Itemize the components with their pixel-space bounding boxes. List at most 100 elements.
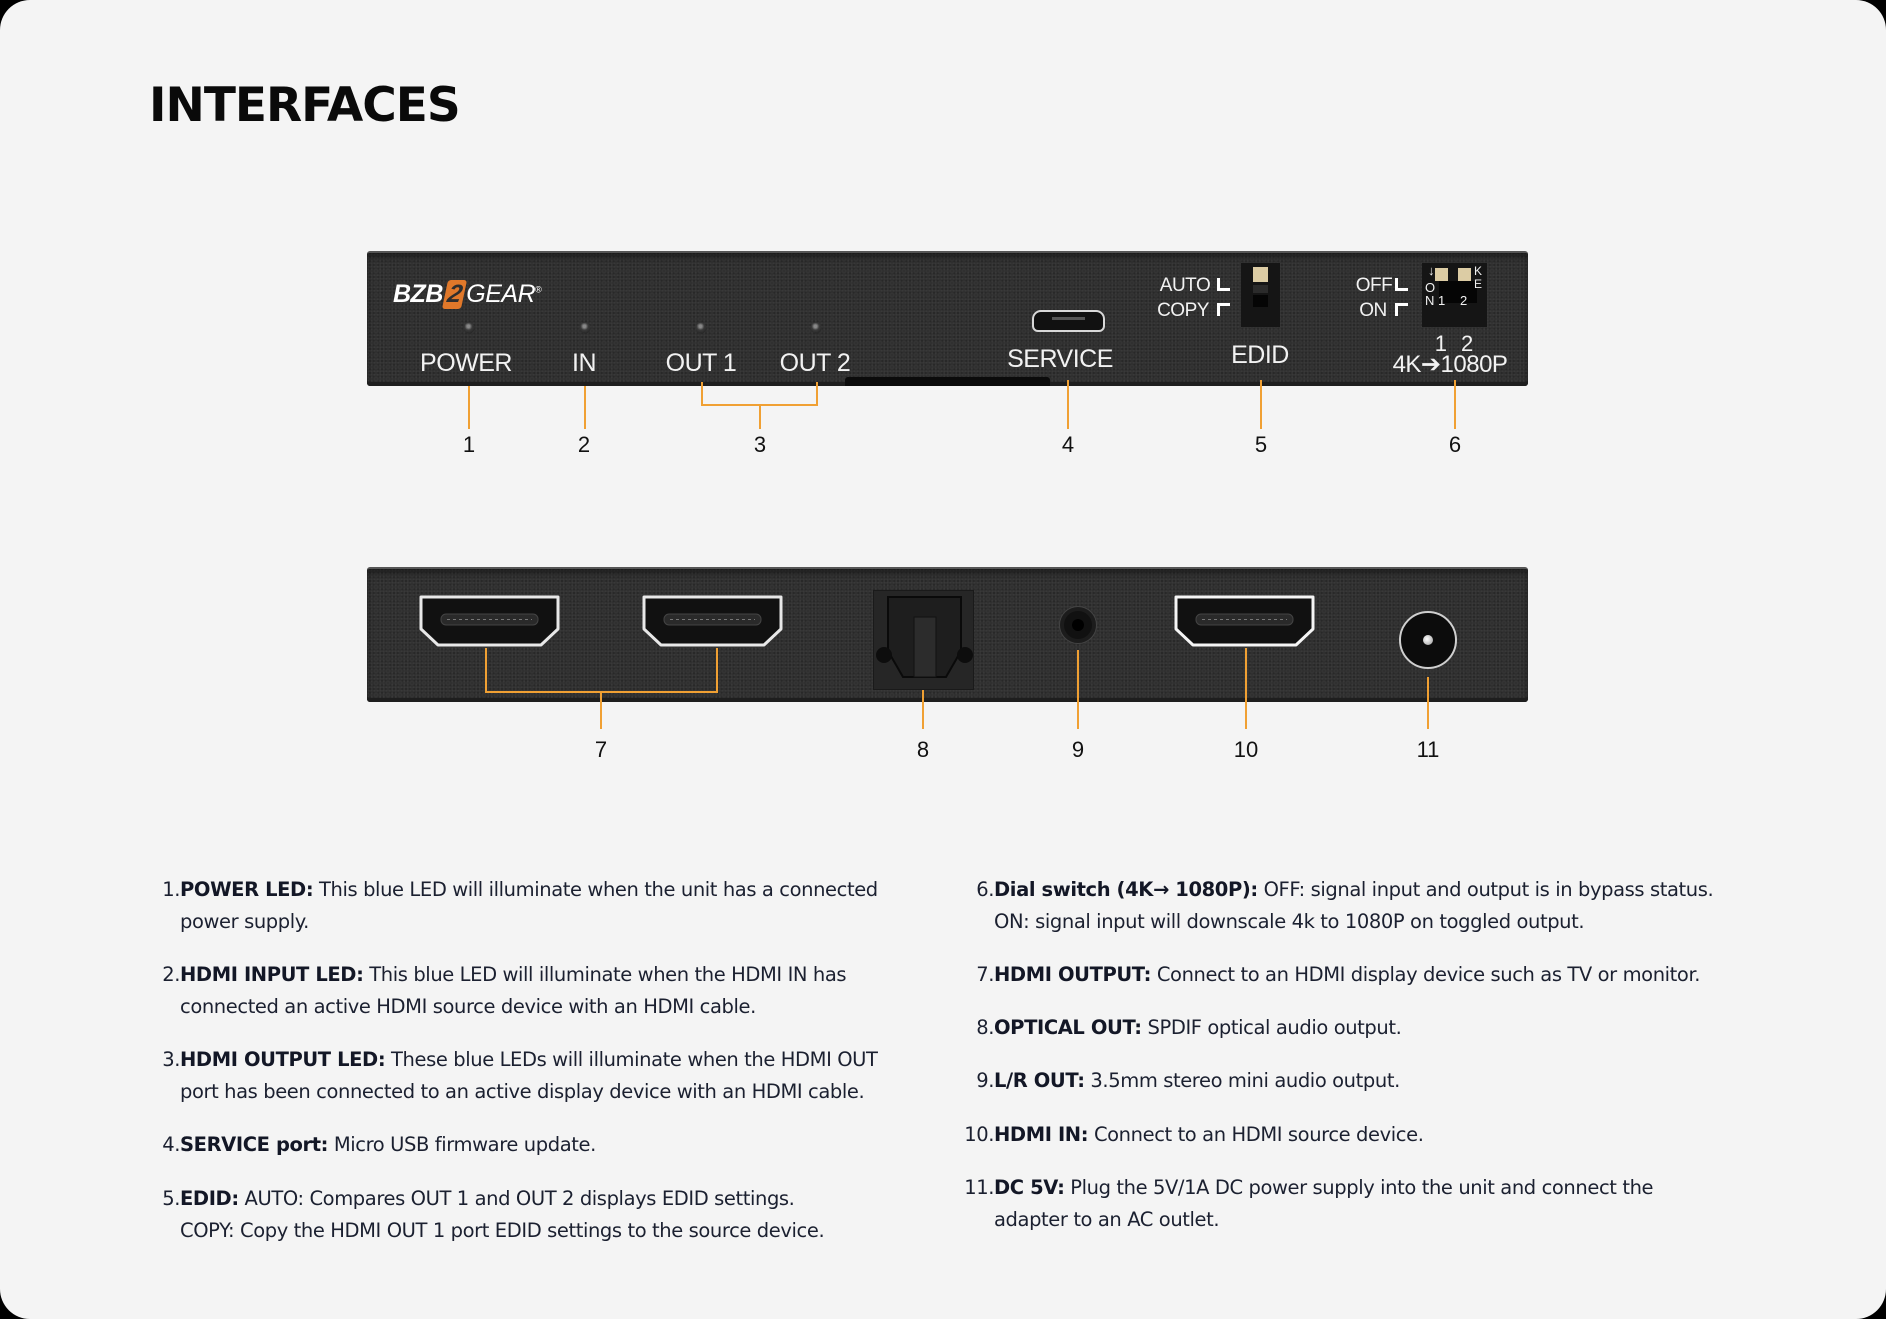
on-label: ON [1359, 300, 1387, 321]
callout-line-8 [922, 690, 924, 729]
dial-pos-1: 1 [1438, 293, 1445, 308]
list-text: OPTICAL OUT: SPDIF optical audio output. [994, 1012, 1402, 1044]
out2-led-icon [810, 322, 822, 334]
registered-mark: ® [535, 284, 542, 295]
list-label: OPTICAL OUT: [994, 1016, 1142, 1039]
list-text: POWER LED: This blue LED will illuminate… [180, 874, 878, 906]
list-desc: Connect to an HDMI source device. [1088, 1123, 1424, 1146]
list-desc: Micro USB firmware update. [328, 1133, 596, 1156]
list-text: EDID: AUTO: Compares OUT 1 and OUT 2 dis… [180, 1183, 795, 1215]
rear-panel-image [367, 567, 1528, 702]
callout-line-6 [1454, 380, 1456, 429]
list-desc-line2: port has been connected to an active dis… [180, 1080, 865, 1103]
logo-text-bzb: BZB [393, 280, 443, 308]
on-letter-o: O [1425, 280, 1435, 295]
service-label: SERVICE [1007, 345, 1113, 373]
callout-line-3a [701, 382, 703, 406]
dial-switch-track [1439, 281, 1477, 303]
list-label: DC 5V: [994, 1176, 1065, 1199]
copy-position-icon [1217, 303, 1230, 316]
dial-caption-label: 4K➔1080P [1392, 351, 1508, 378]
list-number: 10. [964, 1123, 994, 1146]
list-number: 6. [976, 878, 994, 901]
list-text: DC 5V: Plug the 5V/1A DC power supply in… [994, 1172, 1654, 1204]
list-text: HDMI OUTPUT LED: These blue LEDs will il… [180, 1044, 878, 1076]
edid-switch[interactable] [1241, 263, 1280, 327]
callout-number-2: 2 [577, 432, 591, 457]
list-text: Dial switch (4K→ 1080P): OFF: signal inp… [994, 874, 1714, 906]
dial-switch-knob-1[interactable] [1435, 268, 1448, 281]
edid-label: EDID [1231, 341, 1289, 369]
dc-jack-pin [1423, 635, 1433, 645]
logo-text-gear: GEAR [466, 280, 536, 308]
on-position-icon [1395, 303, 1408, 316]
callout-line-7b [716, 648, 718, 692]
ke-letter-e: E [1474, 277, 1482, 291]
list-number: 5. [162, 1187, 180, 1210]
list-desc: This blue LED will illuminate when the u… [313, 878, 878, 901]
front-panel-image: BZB2GEAR® POWER IN OUT 1 OUT 2 SERVICE A… [367, 251, 1528, 386]
optical-port-icon [873, 590, 974, 690]
off-label: OFF [1355, 275, 1393, 296]
list-text: HDMI INPUT LED: This blue LED will illum… [180, 959, 847, 991]
list-desc: OFF: signal input and output is in bypas… [1257, 878, 1714, 901]
edid-switch-track [1253, 285, 1268, 293]
list-number: 3. [162, 1048, 180, 1071]
callout-line-11 [1427, 677, 1429, 729]
list-label: SERVICE port: [180, 1133, 329, 1156]
list-desc-line2: connected an active HDMI source device w… [180, 995, 756, 1018]
on-letter-n: N [1425, 293, 1434, 308]
list-number: 2. [162, 963, 180, 986]
callout-line-1 [468, 386, 470, 429]
callout-number-1: 1 [462, 432, 476, 457]
callout-line-9 [1077, 650, 1079, 729]
list-desc: Connect to an HDMI display device such a… [1151, 963, 1701, 986]
hdmi-out-1-port-icon [417, 593, 562, 649]
front-panel-slot [845, 377, 1050, 386]
list-label: L/R OUT: [994, 1069, 1085, 1092]
list-desc-line2: COPY: Copy the HDMI OUT 1 port EDID sett… [180, 1219, 825, 1242]
callout-number-10: 10 [1233, 737, 1259, 762]
auto-label: AUTO [1159, 275, 1211, 296]
list-desc: 3.5mm stereo mini audio output. [1084, 1069, 1400, 1092]
list-text: HDMI OUTPUT: Connect to an HDMI display … [994, 959, 1700, 991]
callout-number-3: 3 [753, 432, 767, 457]
callout-line-10 [1245, 648, 1247, 729]
list-number: 7. [976, 963, 994, 986]
list-number: 8. [976, 1016, 994, 1039]
dial-switch[interactable]: ↓ O N 1 2 K E [1422, 263, 1487, 327]
callout-line-7a [485, 648, 487, 692]
out2-label: OUT 2 [779, 349, 851, 377]
in-led-icon [579, 322, 591, 334]
callout-number-4: 4 [1061, 432, 1075, 457]
off-position-icon [1395, 278, 1408, 291]
list-desc: This blue LED will illuminate when the H… [363, 963, 847, 986]
audio-jack-hole [1072, 619, 1084, 631]
callout-number-9: 9 [1071, 737, 1085, 762]
callout-number-8: 8 [916, 737, 930, 762]
list-label: POWER LED: [180, 878, 314, 901]
list-text: SERVICE port: Micro USB firmware update. [180, 1129, 596, 1161]
ke-letter-k: K [1474, 264, 1482, 278]
list-desc: Plug the 5V/1A DC power supply into the … [1064, 1176, 1654, 1199]
callout-line-2 [584, 386, 586, 429]
audio-jack-icon [1060, 607, 1096, 643]
bzb-gear-logo: BZB2GEAR® [393, 280, 542, 309]
callout-stem-3 [759, 404, 761, 429]
list-label: EDID: [180, 1187, 239, 1210]
page-title: INTERFACES [149, 78, 461, 133]
edid-switch-knob [1253, 267, 1268, 282]
dial-switch-knob-2[interactable] [1458, 268, 1471, 281]
list-desc: SPDIF optical audio output. [1141, 1016, 1402, 1039]
callout-number-6: 6 [1448, 432, 1462, 457]
dc-power-jack-icon [1399, 611, 1457, 669]
hdmi-out-2-port-icon [640, 593, 785, 649]
list-label: HDMI IN: [994, 1123, 1089, 1146]
edid-switch-track-bottom [1253, 295, 1268, 307]
in-label: IN [572, 349, 597, 377]
list-desc-line2: power supply. [180, 910, 309, 933]
micro-usb-port-icon [1032, 310, 1105, 332]
copy-label: COPY [1157, 300, 1209, 321]
list-text: HDMI IN: Connect to an HDMI source devic… [994, 1119, 1424, 1151]
